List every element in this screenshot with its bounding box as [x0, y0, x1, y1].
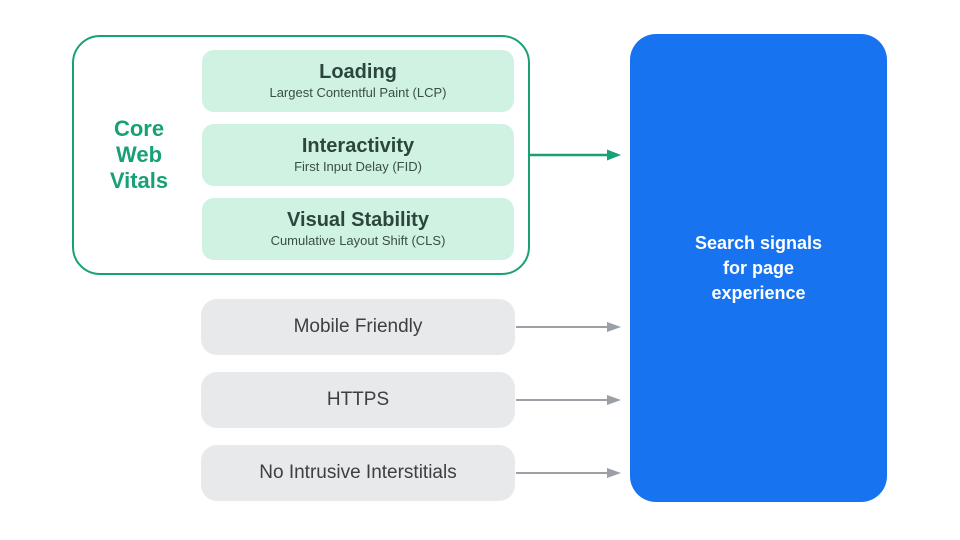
- vital-card-loading: Loading Largest Contentful Paint (LCP): [202, 49, 514, 112]
- vital-subtitle-cls: Cumulative Layout Shift (CLS): [270, 233, 446, 248]
- vital-title-visual-stability: Visual Stability: [287, 209, 429, 231]
- vital-title-interactivity: Interactivity: [301, 135, 415, 157]
- cwv-to-panel-arrow-icon: [528, 149, 621, 161]
- signal-label-https: HTTPS: [326, 389, 390, 410]
- search-signals-text: Search signals for page experience: [695, 231, 822, 306]
- vital-subtitle-fid: First Input Delay (FID): [294, 159, 422, 174]
- signal-pill-https: HTTPS: [201, 372, 515, 428]
- signal-label-no-intrusive-interstitials: No Intrusive Interstitials: [259, 462, 457, 483]
- search-signals-line-3: experience: [711, 282, 806, 303]
- signal-label-mobile-friendly: Mobile Friendly: [293, 316, 423, 337]
- search-signals-panel: Search signals for page experience: [630, 34, 887, 502]
- vital-card-interactivity: Interactivity First Input Delay (FID): [202, 123, 514, 186]
- cwv-label-line-2: Web: [115, 142, 163, 167]
- core-web-vitals-label: Core Web Vitals: [74, 37, 204, 273]
- cwv-label-line-3: Vitals: [109, 168, 169, 193]
- vital-title-loading: Loading: [319, 61, 397, 83]
- cwv-label-line-1: Core: [113, 116, 165, 141]
- https-arrow-icon: [516, 395, 621, 405]
- vital-subtitle-lcp: Largest Contentful Paint (LCP): [269, 85, 447, 100]
- signal-pill-mobile-friendly: Mobile Friendly: [201, 299, 515, 355]
- core-web-vitals-group: Core Web Vitals Loading Largest Contentf…: [72, 35, 530, 275]
- mobile-friendly-arrow-icon: [516, 322, 621, 332]
- vital-card-visual-stability: Visual Stability Cumulative Layout Shift…: [202, 197, 514, 260]
- signal-pill-no-intrusive-interstitials: No Intrusive Interstitials: [201, 445, 515, 501]
- interstitials-arrow-icon: [516, 468, 621, 478]
- search-signals-line-2: for page: [722, 257, 794, 278]
- search-signals-line-1: Search signals: [694, 232, 823, 253]
